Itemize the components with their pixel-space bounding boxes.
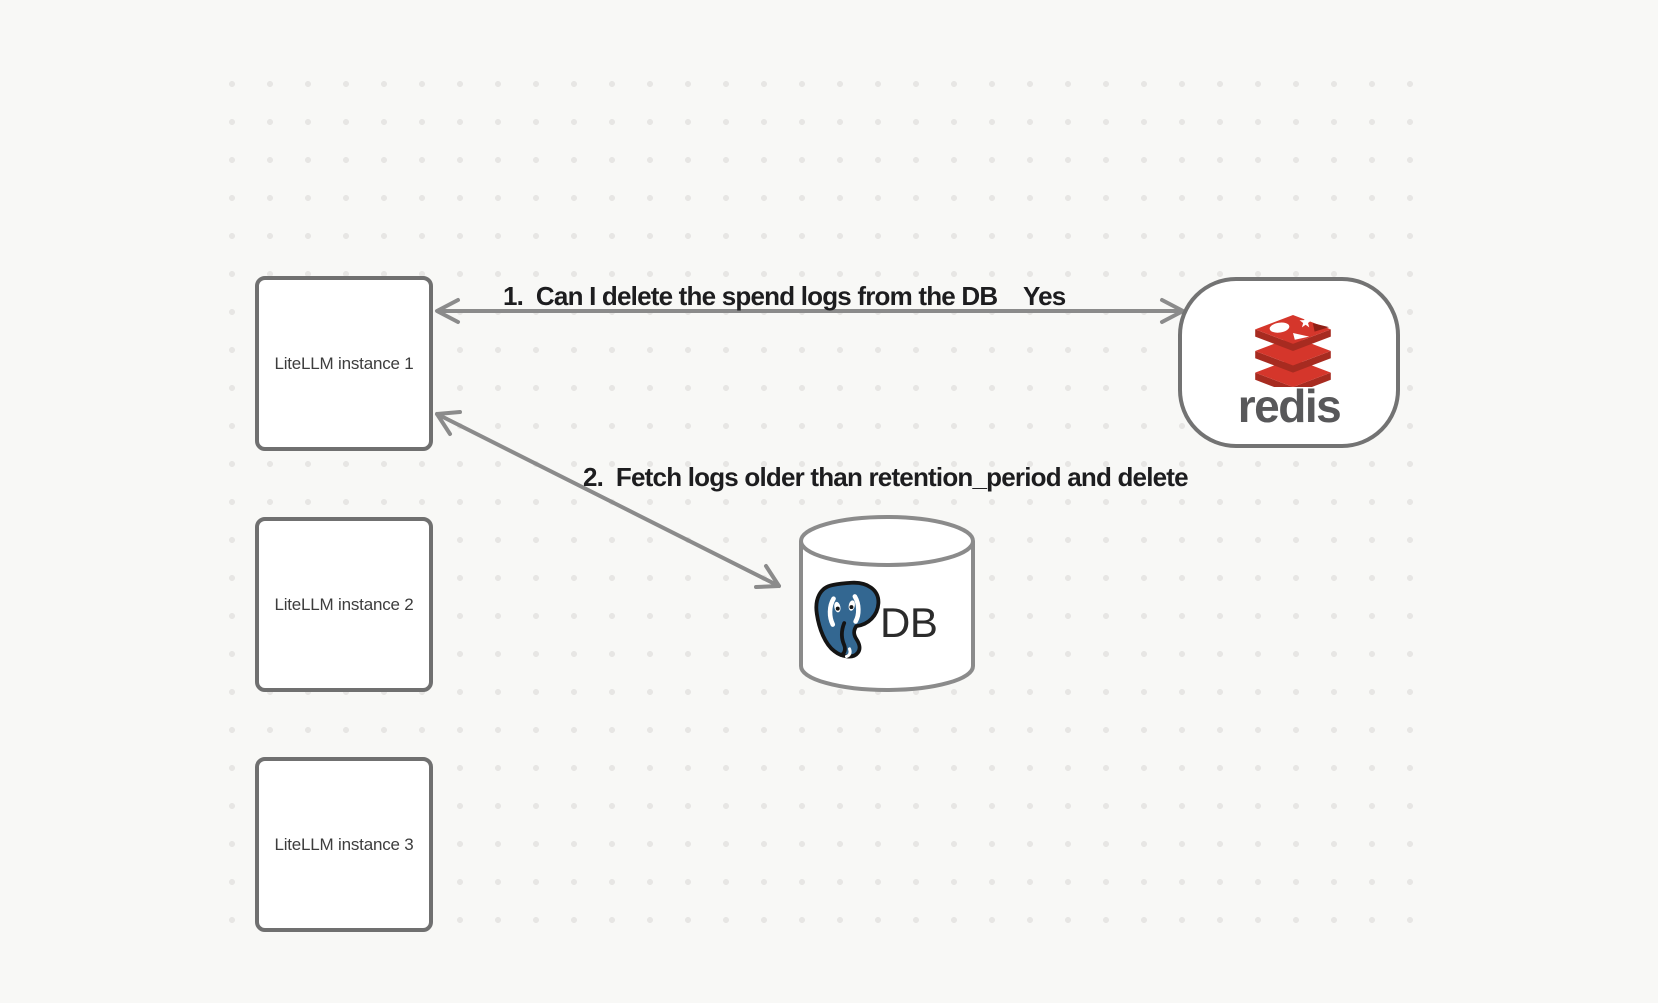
arrowhead-db-icon bbox=[754, 564, 781, 589]
db-node-label: DB bbox=[880, 599, 938, 646]
edge-db-arrow bbox=[435, 410, 781, 589]
node-label: LiteLLM instance 2 bbox=[274, 594, 414, 614]
edge-db-label: 2. Fetch logs older than retention_perio… bbox=[583, 462, 1189, 492]
edge-db-line bbox=[435, 412, 781, 588]
edge-redis-question-label: 1. Can I delete the spend logs from the … bbox=[503, 281, 998, 311]
node-redis: redis bbox=[1178, 277, 1400, 448]
node-label: LiteLLM instance 3 bbox=[274, 834, 414, 854]
edge-redis-answer-label: Yes bbox=[1023, 281, 1066, 311]
node-litellm-instance-3: LiteLLM instance 3 bbox=[255, 757, 433, 932]
node-litellm-instance-1: LiteLLM instance 1 bbox=[255, 276, 433, 451]
redis-wordmark: redis bbox=[1237, 380, 1342, 432]
arrowhead-left-icon bbox=[435, 298, 460, 324]
db-cylinder-top bbox=[799, 515, 975, 567]
postgresql-elephant-icon bbox=[814, 580, 881, 659]
node-label: LiteLLM instance 1 bbox=[274, 353, 414, 373]
arrowhead-instance-icon bbox=[435, 410, 462, 436]
node-litellm-instance-2: LiteLLM instance 2 bbox=[255, 517, 433, 692]
redis-logo-icon bbox=[1255, 315, 1331, 387]
